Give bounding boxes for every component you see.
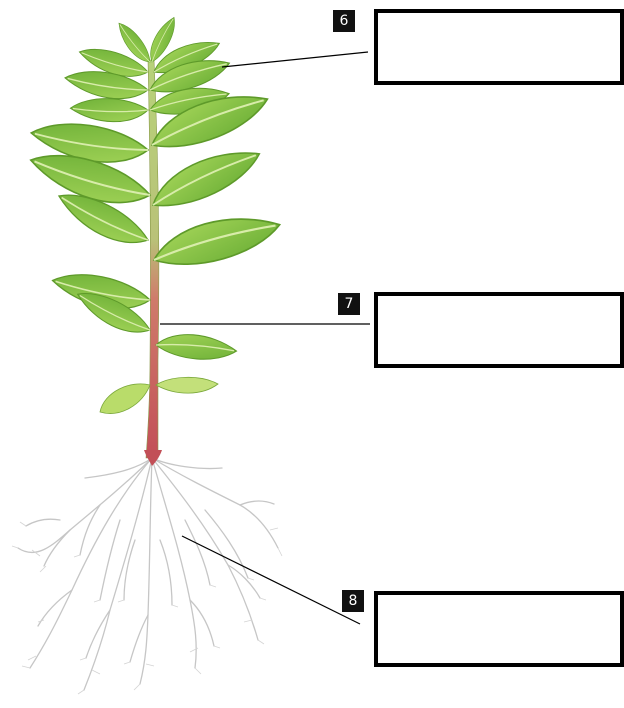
- root-hairs: [12, 522, 282, 694]
- label-number-8: 8: [342, 590, 364, 612]
- stem: [144, 60, 162, 466]
- cotyledon-right: [156, 377, 218, 393]
- cotyledon-left: [100, 384, 150, 414]
- root-system: [18, 458, 278, 690]
- answer-box-6[interactable]: [374, 9, 624, 85]
- label-number-6: 6: [333, 10, 355, 32]
- leader-line-6: [222, 52, 368, 67]
- answer-box-8[interactable]: [374, 591, 624, 667]
- label-number-7: 7: [338, 293, 360, 315]
- answer-box-7[interactable]: [374, 292, 624, 368]
